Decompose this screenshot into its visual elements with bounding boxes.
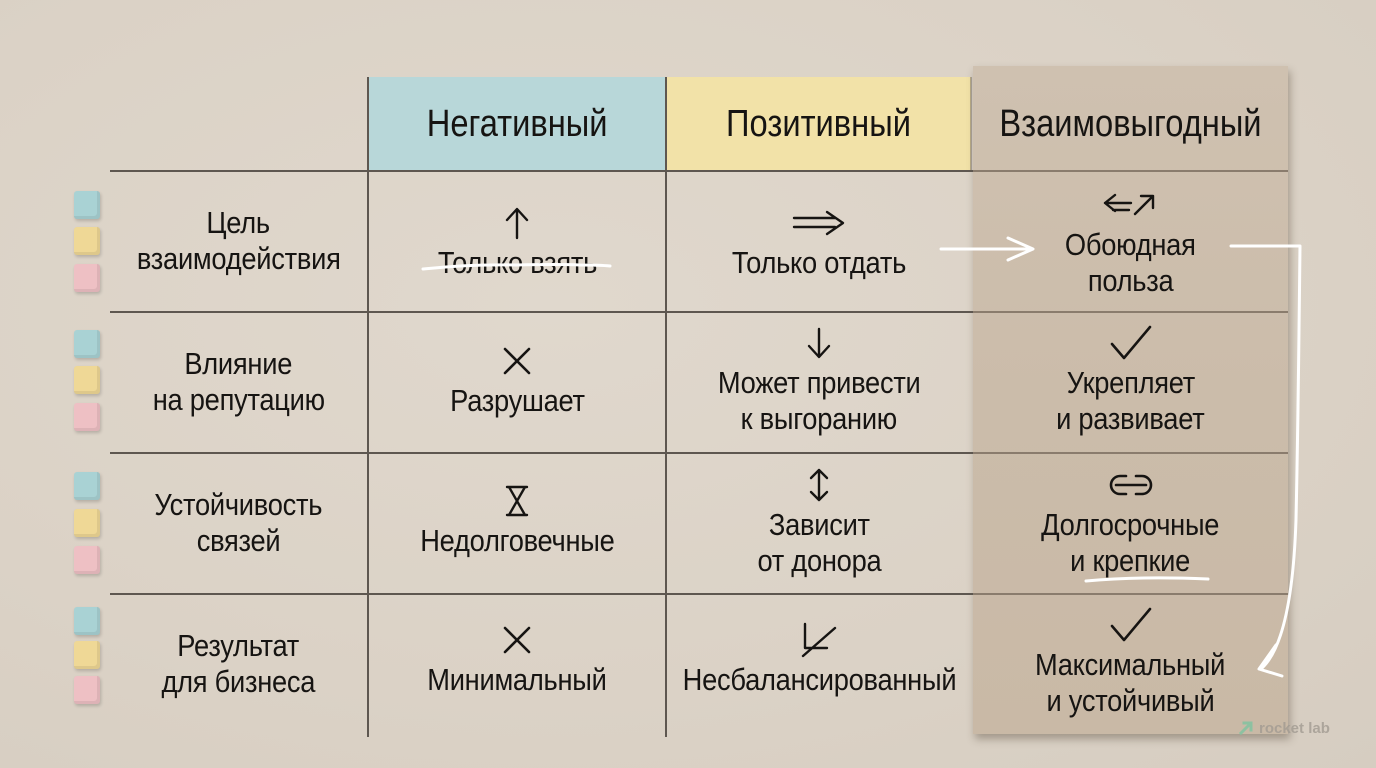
cell-text-line: Максимальный xyxy=(1035,646,1226,682)
cell-text-line: Разрушает xyxy=(449,382,585,418)
grid-line xyxy=(110,311,973,313)
grid-line xyxy=(110,170,973,172)
cube-pink-icon xyxy=(74,676,100,704)
hourglass-icon xyxy=(503,483,531,519)
cell-text-line: к выгоранию xyxy=(740,400,898,436)
cube-blue-icon xyxy=(74,472,100,500)
cell-text-line: и устойчивый xyxy=(1046,682,1215,718)
cell-mutual: Укрепляет и развивает xyxy=(973,318,1288,443)
cell-positive: Может привести к выгоранию xyxy=(667,318,971,443)
exchange-arrows-icon xyxy=(1101,187,1161,223)
cell-mutual: Максимальный и устойчивый xyxy=(973,600,1288,725)
cell-positive: Зависит от донора xyxy=(667,460,971,585)
checkmark-icon xyxy=(1109,607,1153,643)
cross-icon xyxy=(501,622,533,658)
cell-negative: Разрушает xyxy=(369,318,665,443)
column-header-negative: Негативный xyxy=(369,77,666,171)
panel-grid-line xyxy=(973,170,1288,172)
column-header-positive-label: Позитивный xyxy=(726,102,912,145)
checkmark-icon xyxy=(1109,325,1153,361)
grid-line xyxy=(367,77,369,737)
cube-pink-icon xyxy=(74,264,100,292)
cell-negative: Только взять xyxy=(369,180,665,305)
cell-text-line: Минимальный xyxy=(427,662,607,697)
cell-positive: Только отдать xyxy=(667,180,971,305)
grid-line xyxy=(110,452,973,454)
link-icon xyxy=(1106,467,1156,503)
grid-line xyxy=(665,77,667,737)
row-label: Устойчивость связей xyxy=(110,453,367,593)
cell-text-line: Несбалансированный xyxy=(682,662,956,697)
column-header-mutual-label: Взаимовыгодный xyxy=(999,102,1262,145)
cell-text-line: Недолговечные xyxy=(419,523,615,558)
cell-text-line: Только отдать xyxy=(731,244,907,280)
panel-grid-line xyxy=(973,311,1288,313)
cell-text-line: Зависит xyxy=(768,506,870,542)
cube-yellow-icon xyxy=(74,366,100,394)
row-label: Влияние на репутацию xyxy=(110,312,367,452)
arrow-up-icon xyxy=(502,205,532,241)
cell-text-line: польза xyxy=(1087,262,1174,298)
row-label-line: Результат xyxy=(177,628,300,663)
cube-yellow-icon xyxy=(74,509,100,537)
cube-pink-icon xyxy=(74,403,100,431)
column-header-positive: Позитивный xyxy=(667,77,971,171)
cube-blue-icon xyxy=(74,607,100,635)
column-header-mutual: Взаимовыгодный xyxy=(973,77,1288,171)
cell-positive: Несбалансированный xyxy=(667,605,971,715)
cell-negative: Недолговечные xyxy=(369,462,665,580)
cube-yellow-icon xyxy=(74,227,100,255)
cell-text-line: Может привести xyxy=(717,364,921,400)
cell-text-line: от донора xyxy=(757,542,881,578)
rocket-lab-logo-icon xyxy=(1238,721,1253,736)
cell-negative: Минимальный xyxy=(369,605,665,715)
row-label-line: Влияние xyxy=(184,346,293,381)
row-label-line: для бизнеса xyxy=(161,664,316,699)
arrow-down-icon xyxy=(804,325,834,361)
cell-text-line: и развивает xyxy=(1056,400,1205,436)
cube-blue-icon xyxy=(74,191,100,219)
grid-line xyxy=(970,77,972,171)
cell-mutual: Долгосрочные и крепкие xyxy=(973,460,1288,585)
cell-text-line: Укрепляет xyxy=(1066,364,1195,400)
column-header-negative-label: Негативный xyxy=(427,102,608,145)
cube-pink-icon xyxy=(74,546,100,574)
cell-text-line: Обоюдная xyxy=(1065,226,1196,262)
row-label: Результат для бизнеса xyxy=(110,594,367,734)
cube-yellow-icon xyxy=(74,641,100,669)
row-label: Цель взаимодействия xyxy=(110,171,367,311)
cell-text-line: Долгосрочные xyxy=(1041,506,1220,542)
up-down-arrow-icon xyxy=(804,467,834,503)
cell-text-line: Только взять xyxy=(437,244,597,280)
row-label-line: на репутацию xyxy=(152,382,325,417)
watermark: rocket lab xyxy=(1237,719,1330,737)
grid-line xyxy=(110,593,973,595)
row-label-line: Устойчивость xyxy=(154,487,323,522)
row-label-line: Цель xyxy=(206,205,271,240)
cell-mutual: Обоюдная польза xyxy=(973,180,1288,305)
cell-text-line: и крепкие xyxy=(1070,542,1191,578)
double-arrow-right-icon xyxy=(791,205,847,241)
panel-grid-line xyxy=(973,452,1288,454)
unbalanced-angle-icon xyxy=(797,622,841,658)
cross-icon xyxy=(501,343,533,379)
cube-blue-icon xyxy=(74,330,100,358)
row-label-line: взаимодействия xyxy=(136,241,341,276)
row-label-line: связей xyxy=(196,523,281,558)
panel-grid-line xyxy=(973,593,1288,595)
watermark-text: rocket lab xyxy=(1259,719,1330,737)
